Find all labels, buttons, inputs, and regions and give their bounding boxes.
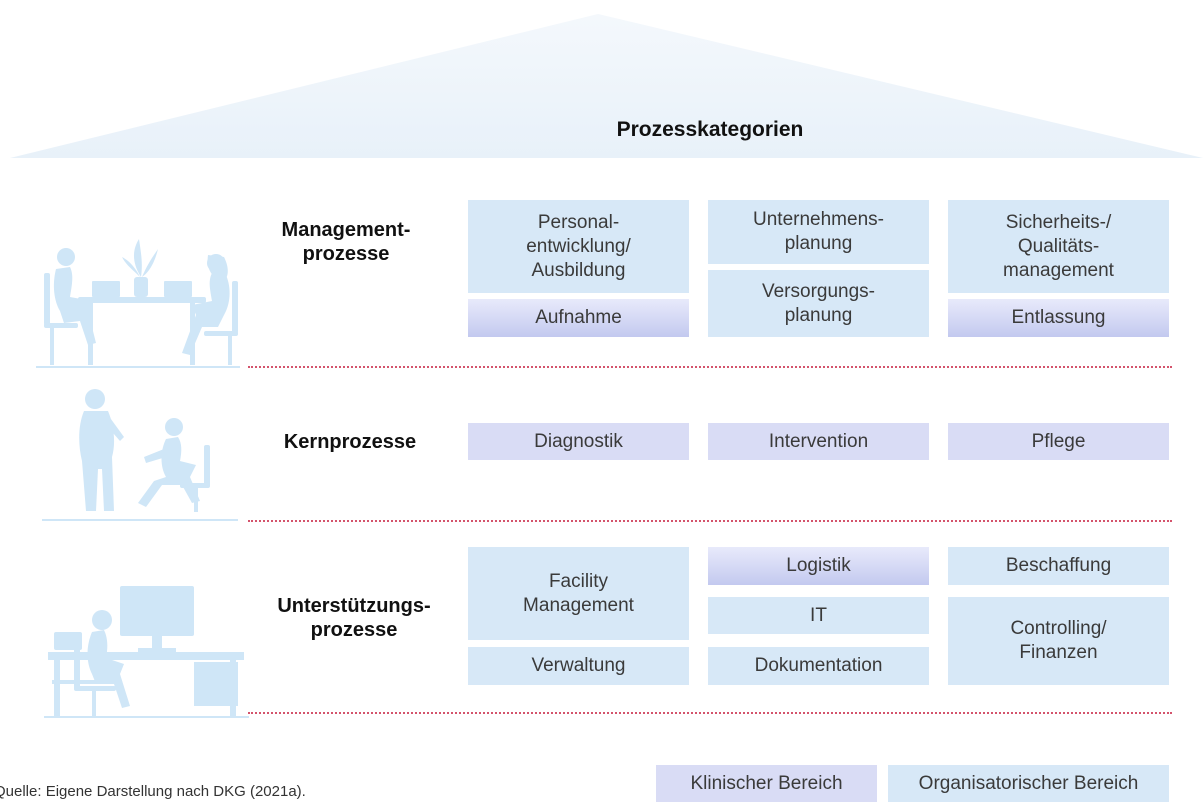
box-beschaffung: Beschaffung [948,547,1169,585]
box-versorgungsplanung: Versorgungs- planung [708,270,929,337]
legend-organizational: Organisatorischer Bereich [888,765,1169,802]
row-label-kernprozesse: Kernprozesse [283,431,417,453]
roof-shape [10,14,1203,158]
box-sicherheit-qualitaet: Sicherheits-/ Qualitäts- management [948,200,1169,293]
source-note: Quelle: Eigene Darstellung nach DKG (202… [0,783,306,800]
row-label-management: Management- prozesse [281,219,411,265]
meeting-people-illustration [36,239,240,368]
box-aufnahme: Aufnahme [468,299,689,337]
box-entlassung: Entlassung [948,299,1169,337]
box-logistik: Logistik [708,547,929,585]
diagram-title: Prozesskategorien [616,118,804,141]
box-pflege: Pflege [948,423,1169,460]
box-dokumentation: Dokumentation [708,647,929,685]
box-personalentwicklung: Personal- entwicklung/ Ausbildung [468,200,689,293]
box-controlling-finanzen: Controlling/ Finanzen [948,597,1169,685]
box-unternehmensplanung: Unternehmens- planung [708,200,929,264]
box-diagnostik: Diagnostik [468,423,689,460]
doctor-patient-illustration [42,389,238,521]
row-label-unterstuetzung: Unterstützungs- prozesse [277,595,431,641]
separator-management [248,366,1172,368]
office-desk-illustration [44,586,249,718]
box-verwaltung: Verwaltung [468,647,689,685]
separator-unterstuetzung [248,712,1172,714]
legend-clinical: Klinischer Bereich [656,765,877,802]
box-it: IT [708,597,929,634]
separator-kern [248,520,1172,522]
box-facility-management: Facility Management [468,547,689,640]
box-intervention: Intervention [708,423,929,460]
